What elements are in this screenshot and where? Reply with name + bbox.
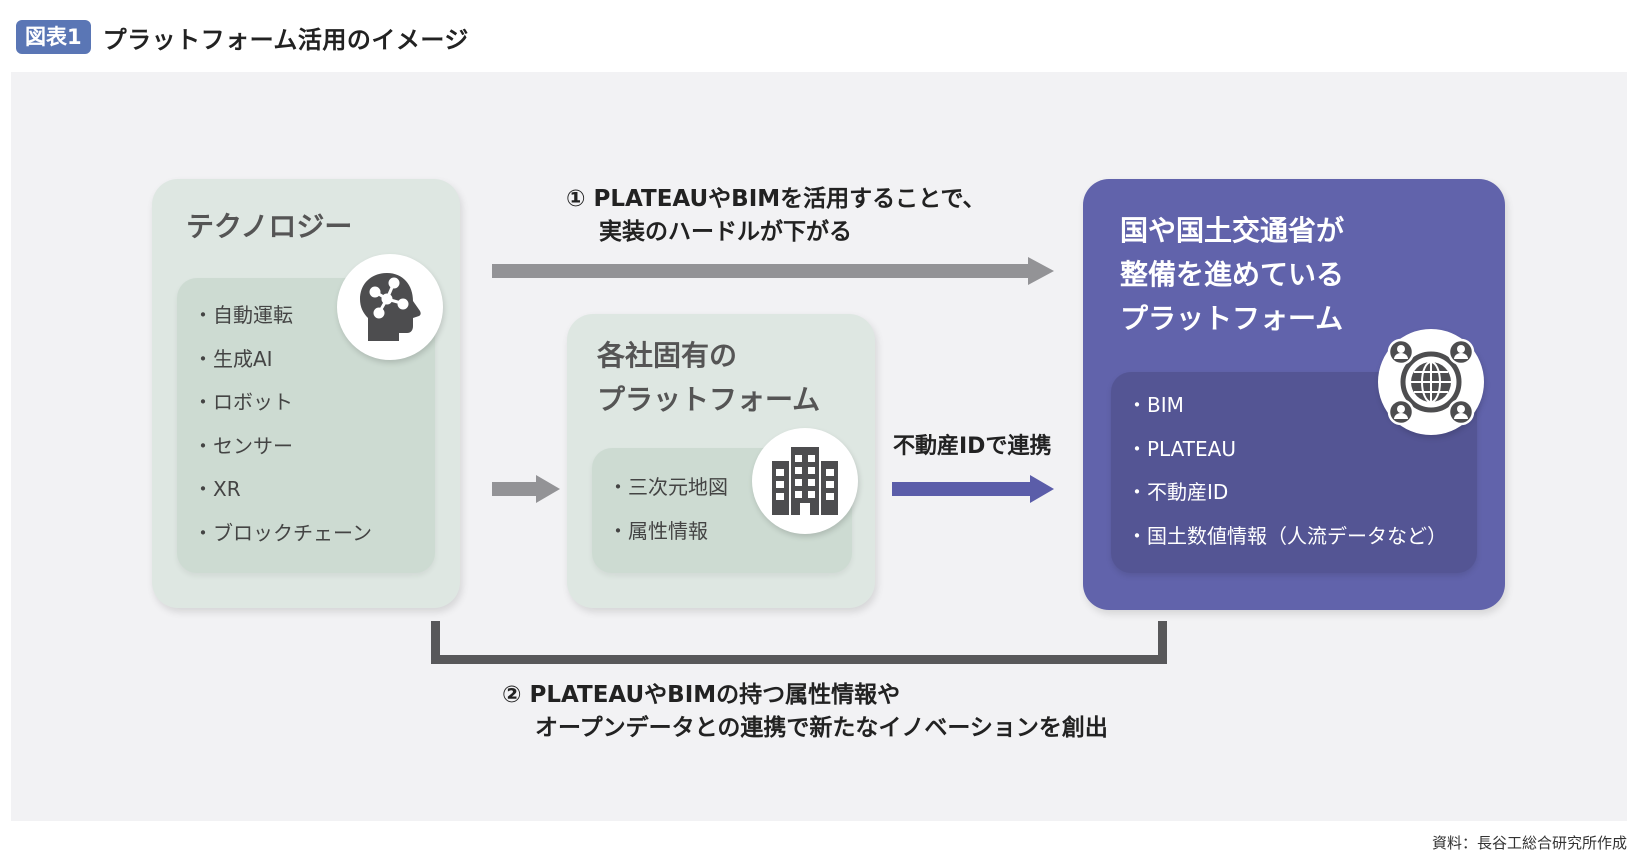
- government-platform-box: 国や国土交通省が 整備を進めている プラットフォーム ・BIM ・PLATEAU…: [1083, 179, 1505, 610]
- list-item: ・PLATEAU: [1127, 436, 1236, 461]
- list-item: ・BIM: [1127, 393, 1184, 417]
- building-icon: [772, 447, 838, 515]
- list-item: ・三次元地図: [608, 475, 728, 499]
- government-platform-title-line3: プラットフォーム: [1120, 302, 1344, 335]
- company-platform-icon-circle: [752, 428, 858, 534]
- purple-arrow: [892, 475, 1054, 503]
- figure-badge: 図表1: [16, 20, 91, 54]
- figure-header: 図表1 プラットフォーム活用のイメージ: [16, 18, 469, 56]
- company-platform-title-line2: プラットフォーム: [597, 383, 821, 416]
- government-platform-icon-circle: [1378, 329, 1484, 435]
- list-item: ・XR: [193, 477, 241, 501]
- source-note: 資料：長谷工総合研究所作成: [1431, 834, 1627, 852]
- list-item: ・ブロックチェーン: [193, 520, 372, 545]
- list-item: ・国土数値情報（人流データなど）: [1127, 523, 1447, 548]
- company-platform-box: 各社固有の プラットフォーム ・三次元地図 ・属性情報: [567, 314, 875, 608]
- company-platform-title: 各社固有の プラットフォーム: [597, 334, 820, 422]
- figure-title: プラットフォーム活用のイメージ: [102, 25, 469, 54]
- technology-list: ・自動運転 ・生成AI ・ロボット ・センサー ・XR ・ブロックチェーン: [193, 294, 372, 555]
- bracket-connector: [431, 621, 1167, 664]
- globe-network-icon: [1387, 338, 1475, 426]
- step2-caption-line2: オープンデータとの連携で新たなイノベーションを創出: [535, 715, 1108, 741]
- head-network-icon: [360, 273, 421, 341]
- list-item: ・不動産ID: [1127, 480, 1229, 504]
- step1-caption-line2: 実装のハードルが下がる: [599, 219, 852, 245]
- top-arrow: [492, 257, 1054, 285]
- technology-icon-circle: [337, 254, 443, 360]
- small-arrow: [492, 475, 560, 503]
- step1-caption-line1: ① PLATEAUやBIMを活用することで、: [566, 186, 986, 212]
- link-label: 不動産IDで連携: [893, 434, 1052, 459]
- technology-box: テクノロジー ・自動運転 ・生成AI ・ロボット ・センサー ・XR ・ブロック…: [152, 179, 460, 608]
- step2-caption: ② PLATEAUやBIMの持つ属性情報や オープンデータとの連携で新たなイノベ…: [502, 679, 1108, 745]
- government-platform-title-line2: 整備を進めている: [1120, 258, 1345, 291]
- list-item: ・生成AI: [193, 346, 273, 371]
- technology-title: テクノロジー: [186, 210, 353, 243]
- company-platform-title-line1: 各社固有の: [597, 339, 738, 372]
- list-item: ・属性情報: [608, 518, 708, 543]
- company-platform-list: ・三次元地図 ・属性情報: [608, 466, 728, 553]
- list-item: ・ロボット: [193, 390, 293, 414]
- step2-caption-line1: ② PLATEAUやBIMの持つ属性情報や: [502, 682, 901, 708]
- government-platform-title: 国や国土交通省が 整備を進めている プラットフォーム: [1120, 209, 1344, 341]
- list-item: ・センサー: [193, 433, 293, 458]
- government-platform-list: ・BIM ・PLATEAU ・不動産ID ・国土数値情報（人流データなど）: [1127, 384, 1447, 558]
- list-item: ・自動運転: [193, 303, 293, 327]
- government-platform-title-line1: 国や国土交通省が: [1120, 214, 1345, 247]
- step1-caption: ① PLATEAUやBIMを活用することで、 実装のハードルが下がる: [566, 183, 986, 249]
